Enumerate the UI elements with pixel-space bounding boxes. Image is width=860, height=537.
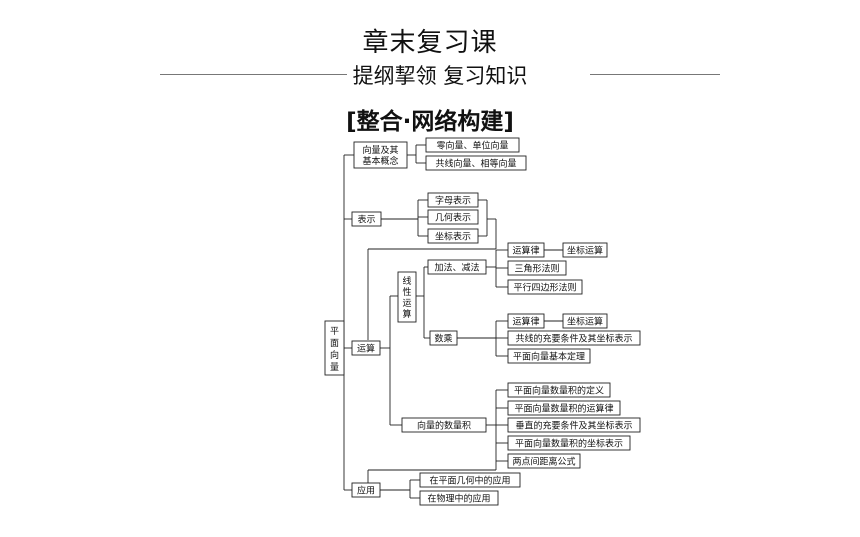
node-root-plane-vector: 平 面 向 量	[324, 320, 345, 376]
subtitle-banner: 提纲挈领 复习知识	[160, 60, 720, 88]
node-operations: 运算	[351, 340, 381, 356]
app-phys-label: 在物理中的应用	[427, 493, 490, 505]
application-label: 应用	[357, 485, 375, 497]
geometric-label: 几何表示	[435, 212, 471, 224]
linear-char-4: 算	[402, 308, 411, 320]
node-coordinate-operation-2: 坐标运算	[562, 313, 608, 329]
perp-cond-label: 垂直的充要条件及其坐标表示	[515, 420, 632, 432]
node-representation: 表示	[351, 211, 382, 227]
rule2-label: 运算律	[512, 316, 539, 328]
triangle-label: 三角形法则	[514, 263, 559, 275]
subtitle-rule-left	[160, 74, 365, 75]
node-scalar-multiplication: 数乘	[429, 330, 458, 346]
dot-rules-label: 平面向量数量积的运算律	[514, 403, 613, 415]
linear-char-1: 线	[402, 275, 411, 287]
parallelogram-label: 平行四边形法则	[513, 282, 576, 294]
node-coordinate-operation-1: 坐标运算	[562, 242, 608, 258]
node-parallelogram-rule: 平行四边形法则	[507, 279, 583, 295]
dot-coord-label: 平面向量数量积的坐标表示	[515, 438, 623, 450]
root-char-3: 向	[330, 349, 339, 361]
node-letter-representation: 字母表示	[427, 192, 479, 208]
node-geometric-representation: 几何表示	[427, 209, 479, 225]
dot-def-label: 平面向量数量积的定义	[514, 385, 604, 397]
root-char-4: 量	[330, 362, 339, 373]
rule1-label: 运算律	[512, 245, 539, 257]
add-sub-label: 加法、减法	[434, 262, 479, 274]
letter-label: 字母表示	[435, 195, 471, 207]
zero-unit-label: 零向量、单位向量	[436, 140, 508, 152]
node-dot-coordinate: 平面向量数量积的坐标表示	[507, 435, 631, 451]
node-collinear-equal-vector: 共线向量、相等向量	[425, 155, 527, 171]
linear-char-2: 性	[402, 286, 411, 298]
coord-op2-label: 坐标运算	[567, 316, 603, 328]
concept-line-1: 向量及其	[362, 144, 398, 156]
operations-label: 运算	[357, 343, 375, 355]
collinear-equal-label: 共线向量、相等向量	[435, 158, 516, 170]
root-char-2: 面	[330, 338, 339, 349]
node-dot-product: 向量的数量积	[401, 417, 487, 433]
node-dot-rules: 平面向量数量积的运算律	[507, 400, 621, 416]
subtitle-rule-right	[590, 74, 720, 75]
linear-char-3: 运	[402, 298, 411, 309]
node-zero-unit-vector: 零向量、单位向量	[425, 137, 520, 153]
representation-label: 表示	[357, 214, 375, 226]
node-basic-concepts: 向量及其 基本概念	[353, 141, 408, 169]
node-add-subtract: 加法、减法	[427, 259, 487, 275]
coordinate-label: 坐标表示	[435, 231, 471, 243]
dot-label: 向量的数量积	[417, 420, 471, 432]
scalar-label: 数乘	[434, 333, 452, 345]
section-title: [整合·网络构建]	[346, 109, 514, 135]
page-title: 章末复习课	[362, 28, 498, 58]
node-distance-formula: 两点间距离公式	[507, 453, 581, 469]
node-collinear-condition: 共线的充要条件及其坐标表示	[507, 330, 641, 346]
node-application-physics: 在物理中的应用	[419, 490, 499, 506]
node-operation-rules-2: 运算律	[507, 313, 545, 329]
node-coordinate-representation: 坐标表示	[427, 228, 479, 244]
collinear-cond-label: 共线的充要条件及其坐标表示	[515, 333, 632, 345]
basic-theorem-label: 平面向量基本定理	[513, 351, 585, 363]
app-geo-label: 在平面几何中的应用	[429, 475, 510, 487]
root-char-1: 平	[330, 326, 339, 337]
subtitle: 提纲挈领 复习知识	[346, 64, 534, 88]
node-linear-operations: 线 性 运 算	[397, 271, 417, 323]
node-basic-theorem: 平面向量基本定理	[507, 348, 591, 364]
coord-op1-label: 坐标运算	[567, 245, 603, 257]
node-operation-rules-1: 运算律	[507, 242, 545, 258]
connector-lines	[343, 144, 563, 499]
node-application: 应用	[351, 482, 381, 498]
node-application-geometry: 在平面几何中的应用	[419, 472, 521, 488]
node-triangle-rule: 三角形法则	[507, 260, 567, 276]
concept-line-2: 基本概念	[362, 155, 398, 167]
node-perpendicular-condition: 垂直的充要条件及其坐标表示	[507, 417, 641, 433]
distance-label: 两点间距离公式	[512, 456, 575, 468]
node-dot-definition: 平面向量数量积的定义	[507, 382, 611, 398]
